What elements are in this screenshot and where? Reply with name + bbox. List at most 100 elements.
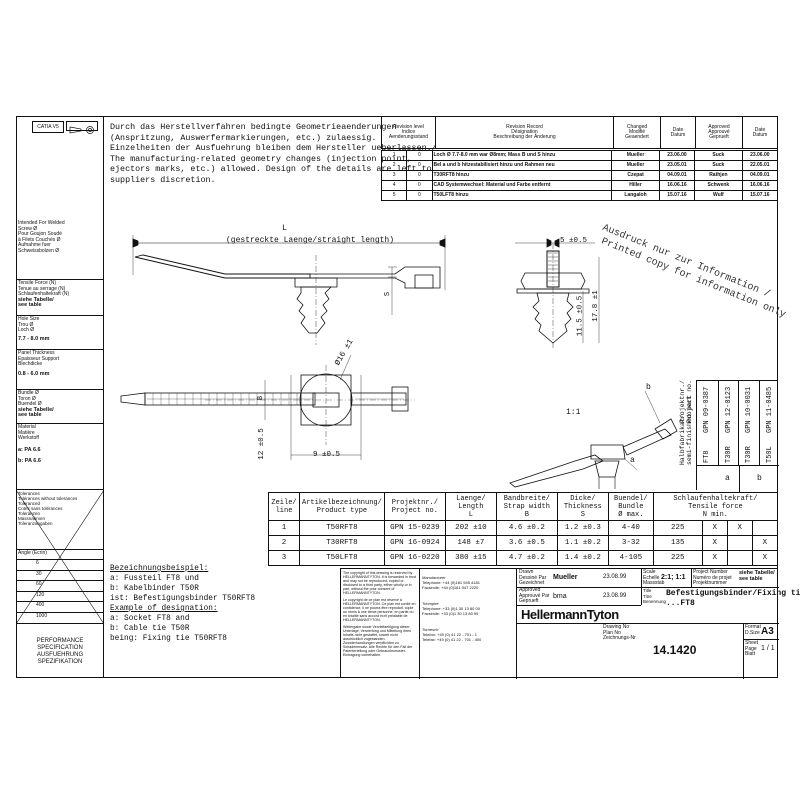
rev-header-approved: Approved Approuvé Geprueft: [695, 116, 743, 149]
title-block: The copyright of this drawing is reserve…: [340, 568, 800, 679]
parts-cell: 3: [268, 550, 300, 566]
format-value: A3: [761, 626, 774, 637]
revision-cell: Wulf: [694, 190, 743, 201]
example-line: a: Socket FT8 and: [110, 615, 190, 623]
revision-cell: 0: [406, 150, 433, 161]
scale-caption: Scale Echelle Massstab: [643, 569, 665, 586]
notice-line: Einzelheiten der Ausfuehrung bleiben dem…: [110, 143, 437, 153]
dim-S: S: [384, 291, 393, 297]
revision-cell: 4: [380, 180, 408, 191]
revision-cell: 04.09.01: [741, 170, 779, 181]
revision-cell: 23.05.01: [658, 160, 696, 171]
parts-cell: 1.2 ±0.3: [556, 520, 609, 536]
project-no-header: Projektnr./ Project no.: [679, 380, 693, 423]
office-line: Telefax: +49 (0) 41 22 - 701 - 400: [422, 637, 482, 642]
performance-spec: PERFORMANCE SPECIFICATION AUSFUEHRUNG SP…: [36, 638, 84, 665]
parts-cell: 202 ±10: [444, 520, 497, 536]
spec-value: 7.7 - 8.0 mm: [18, 335, 50, 342]
parts-cell: 2: [268, 535, 300, 551]
spec-label: Panel Thickness Epaisseur Support Blechd…: [18, 350, 60, 368]
rev-header-level: Revision level Indice Aenderungsstand: [381, 116, 436, 149]
spec-column: Intended For Welded Screw Ø Pour Goujon …: [16, 116, 104, 678]
project-value: siehe Tabelle/ see table: [739, 570, 775, 582]
parts-cell: [751, 520, 779, 536]
semi-finished-cell: GPN 10-0031: [745, 386, 754, 433]
copyright-de: Weitergabe sowie Vervielfaeltigung diese…: [343, 625, 413, 657]
revision-cell: Mueller: [611, 160, 660, 171]
revision-cell: 22.05.01: [741, 160, 779, 171]
copyright-notice: The copyright of this drawing is reserve…: [343, 571, 417, 657]
parts-cell: 3.6 ±0.5: [495, 535, 558, 551]
spec-panel-thickness: Panel Thickness Epaisseur Support Blechd…: [16, 350, 104, 390]
revision-cell: Czepat: [611, 170, 660, 181]
rev-header-date2: Date Datum: [742, 116, 778, 149]
notice-line: (Anspritzung, Auswerfermarkierungen, etc…: [110, 132, 377, 143]
office-line: Facsimile: +33 (0)1 30 13 80 99: [422, 611, 479, 616]
dim-9: 9 ±0.5: [313, 451, 341, 459]
sheet-caption: Sheet Page Blatt: [745, 640, 759, 657]
rev-header-changed: Changed Modifié Geaendert: [613, 116, 661, 149]
dim-B: B: [257, 395, 266, 401]
revision-cell: T50LFT8 hinzu: [431, 190, 613, 201]
parts-cell: 380 ±15: [444, 550, 497, 566]
parts-header: Artikelbezeichnung/ Product type: [299, 492, 385, 521]
tolerance-cross: [16, 490, 104, 624]
label-b: b: [646, 383, 651, 392]
tolerance-row: 6: [16, 560, 104, 571]
notice-line: Durch das Herstellverfahren bedingte Geo…: [110, 122, 397, 132]
parts-header: Zeile/ line: [268, 492, 300, 521]
spec-value: 0.8 - 6.0 mm: [18, 370, 50, 377]
dim-L: L: [282, 224, 287, 233]
tolerance-value: 30: [36, 570, 42, 577]
semi-finished-cell: GPN 09-0387: [703, 386, 712, 433]
dim-5: 5 ±0.5: [560, 237, 588, 245]
side-view-cable-tie: [132, 235, 446, 345]
spec-label: Tensile Force (N) Tenue au serrage (N) S…: [18, 280, 70, 298]
revision-cell: Schwenk: [694, 180, 743, 191]
parts-cell: X: [701, 520, 728, 536]
copyright-fr: Le copyright de ce plan est réservé à HE…: [343, 598, 416, 622]
office-line: Telephone: +44 (0)161 945 4181: [422, 580, 480, 585]
notice-line: ejectors marks, etc.) allowed. Design of…: [110, 164, 432, 174]
parts-header: Projektnr./ Project no.: [383, 492, 446, 521]
example-line: b: Kabelbinder T50R: [110, 585, 199, 593]
example-line: Bezeichnungsbeispiel:: [110, 565, 209, 573]
side-footer-a: a: [725, 474, 730, 483]
notice-line: The manufacturing-related geometry chang…: [110, 153, 412, 164]
parts-cell: 225: [652, 550, 703, 566]
tolerance-value: 60: [36, 581, 42, 588]
example-line: being: Fixing tie T50RFT8: [110, 635, 227, 643]
drawn-label: Drawn Dessiné Par Gezeichnet: [519, 569, 547, 586]
spec-value: siehe Tabelle/ see table: [18, 296, 54, 309]
cad-badge: CATIA V5: [32, 121, 64, 133]
spec-value: a: PA 6.6 b: PA 6.6: [18, 446, 41, 464]
semi-finished-cell: T30R: [745, 446, 754, 463]
notice-line: suppliers discretion.: [110, 174, 216, 185]
office-line: Manufacturer: [422, 575, 446, 580]
revision-cell: 16.06.16: [741, 180, 779, 191]
example-line: ist: Befestigungsbinder T50RFT8: [110, 595, 256, 603]
spec-bundle: Bundle Ø Toron Ø Buendel Ø siehe Tabelle…: [16, 390, 104, 424]
parts-cell: 148 ±7: [444, 535, 497, 551]
office-line: Triomphe: [422, 601, 439, 606]
parts-cell: X: [726, 520, 753, 536]
spec-tensile-force: Tensile Force (N) Tenue au serrage (N) S…: [16, 280, 104, 316]
semi-finished-column: T30R GPN 10-0031: [738, 381, 760, 465]
semi-finished-cell: T30R: [724, 446, 733, 463]
approved-by: bma: [553, 593, 567, 600]
spec-label: Hole Size Trou Ø Loch Ø: [18, 316, 40, 334]
revision-cell: 0: [406, 180, 433, 191]
drawn-date: 23.08.99: [603, 574, 627, 580]
spec-material: Material Matière Werkstoff a: PA 6.6 b: …: [16, 424, 104, 490]
isometric-view: [509, 390, 678, 489]
dim-12: 12 ±0.5: [257, 428, 266, 460]
